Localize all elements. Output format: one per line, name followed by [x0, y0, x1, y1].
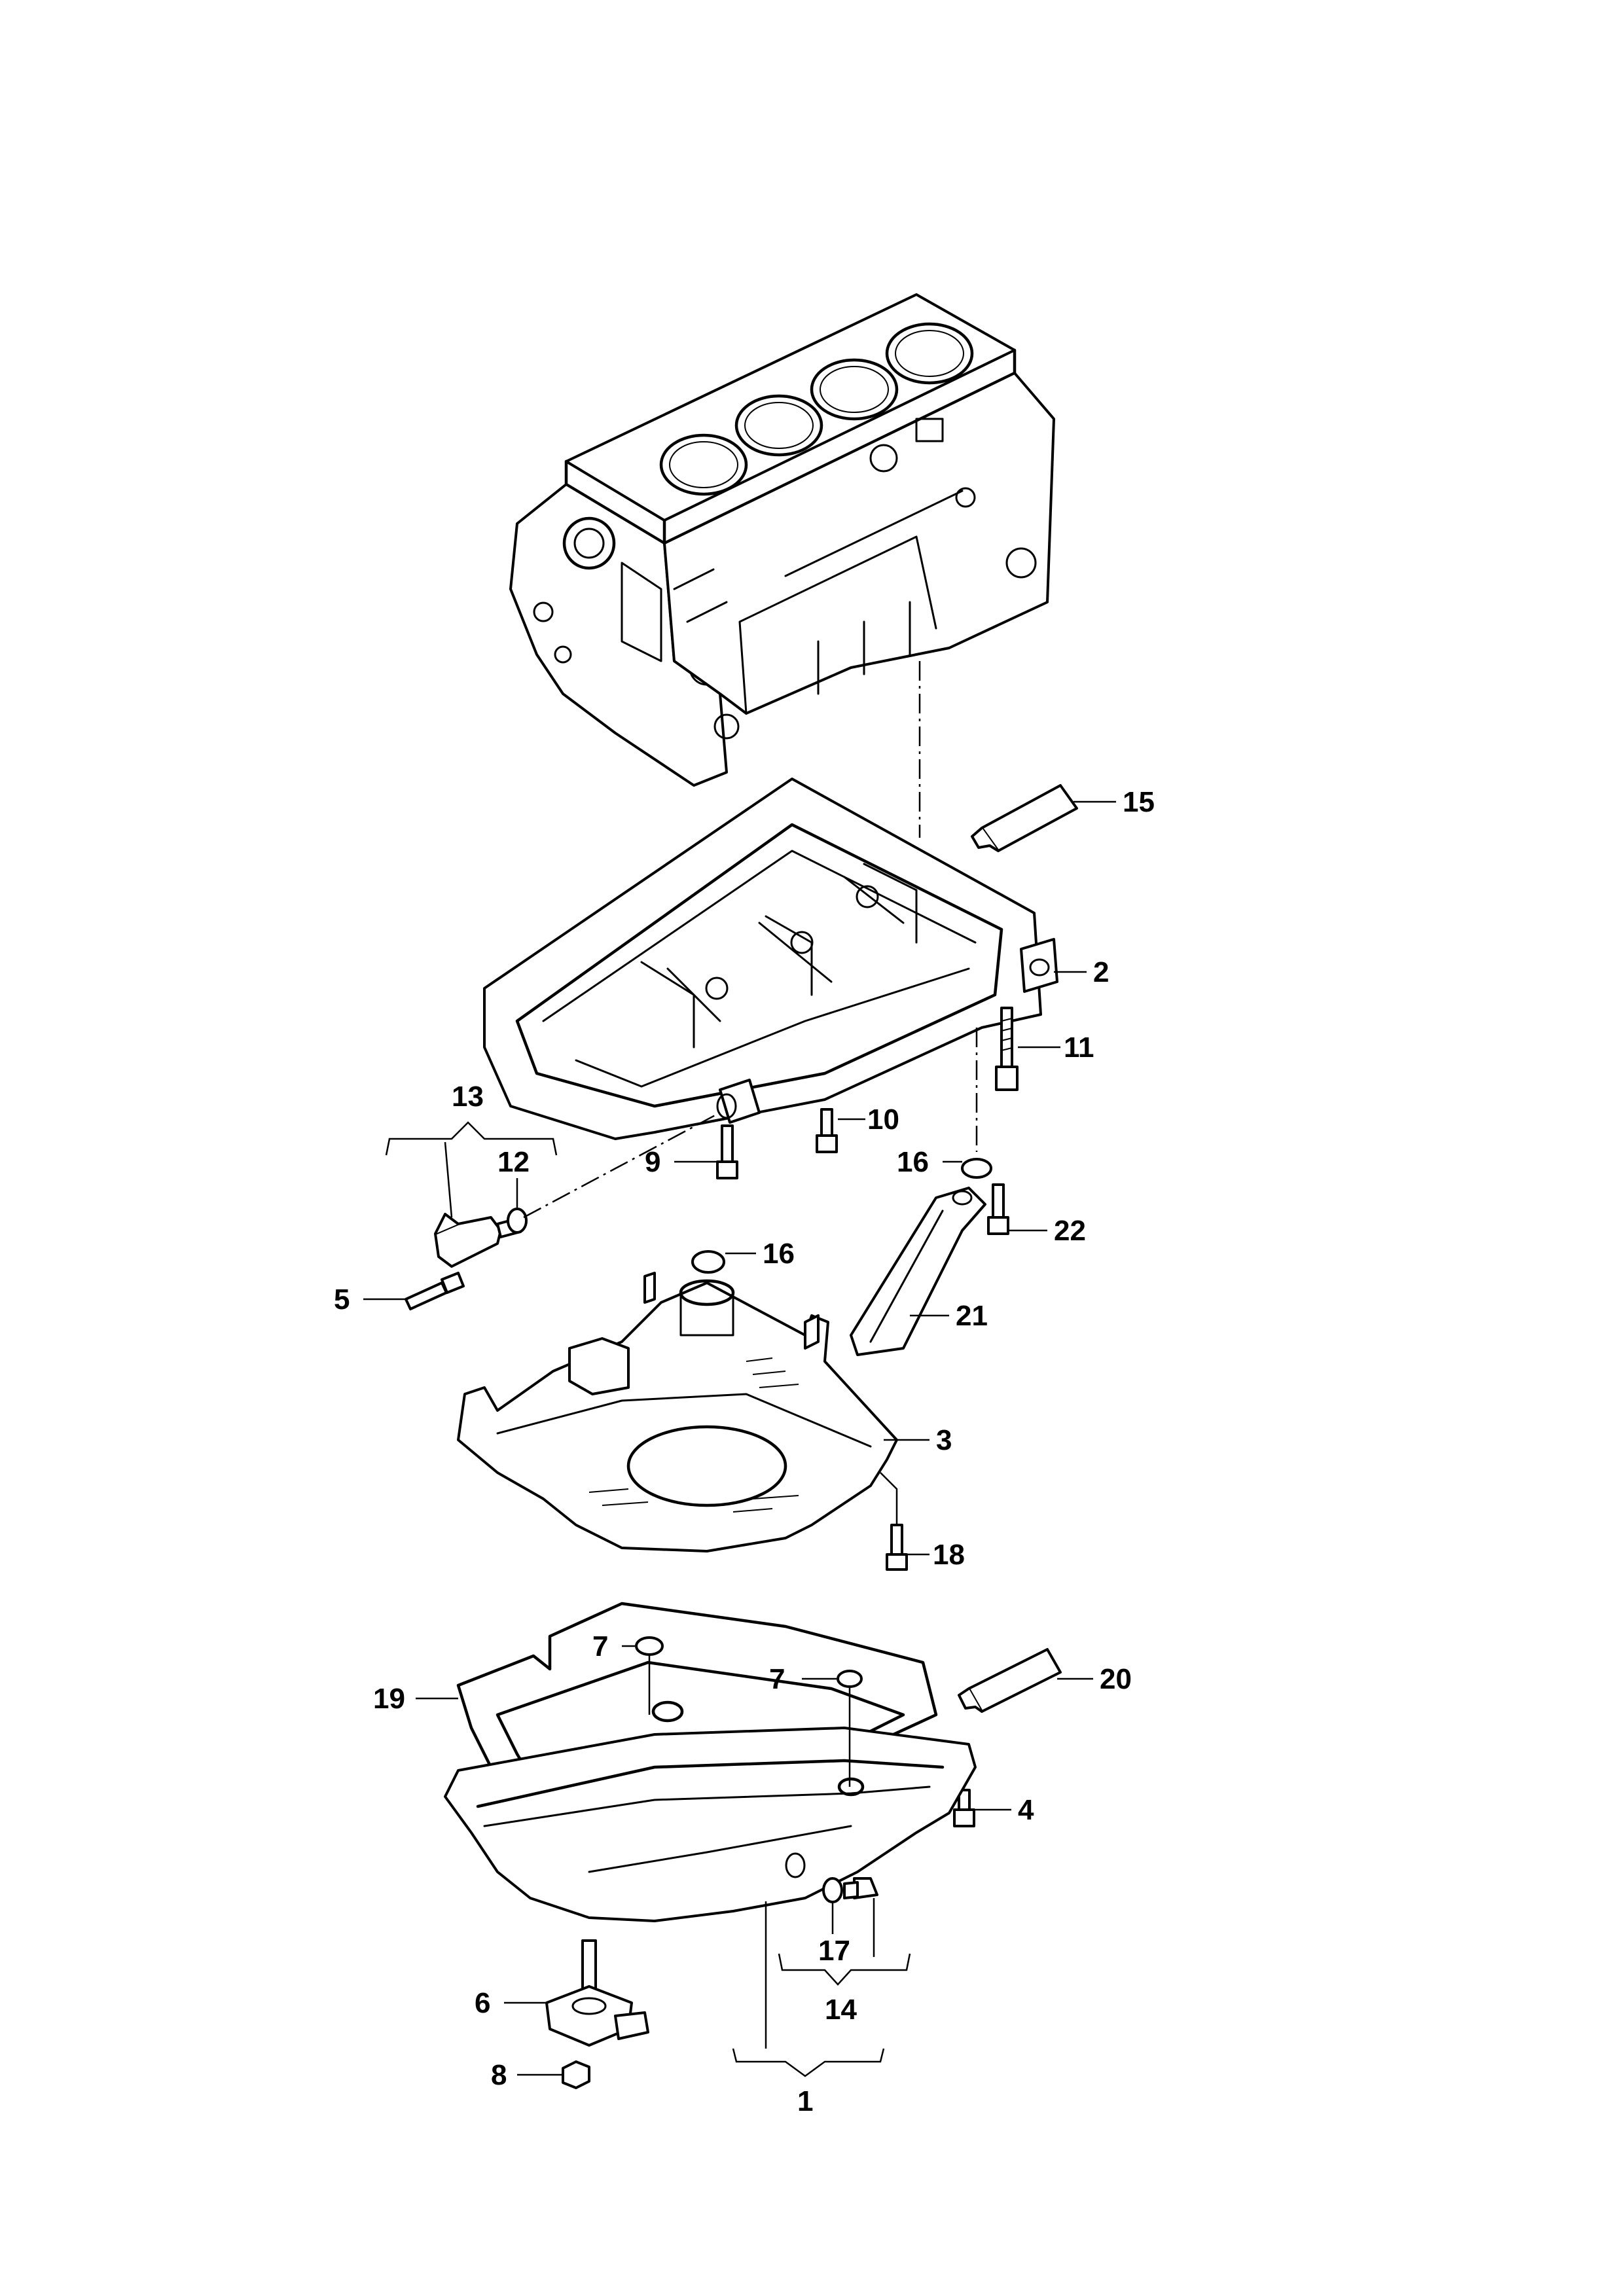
callout-13: 13 — [452, 1081, 484, 1113]
o-ring-12 — [507, 1208, 528, 1234]
strainer-bracket-21 — [850, 1187, 986, 1356]
callout-7b: 7 — [769, 1663, 785, 1695]
bolt-9 — [716, 1124, 738, 1179]
sealant-tube-20 — [958, 1648, 1062, 1713]
callout-21: 21 — [956, 1300, 988, 1332]
callout-17: 17 — [818, 1935, 850, 1967]
lower-oil-pan-1 — [444, 1700, 977, 1922]
callout-22: 22 — [1054, 1215, 1086, 1247]
brace-14 — [778, 1953, 911, 1986]
callout-12: 12 — [497, 1146, 530, 1178]
callout-14: 14 — [825, 1994, 857, 2026]
bolt-18 — [886, 1524, 908, 1571]
brace-13 — [385, 1121, 558, 1156]
callout-16b: 16 — [763, 1238, 795, 1270]
drain-plug-17 — [843, 1877, 878, 1899]
bolt-11 — [995, 1007, 1019, 1091]
centerline-valve — [523, 1111, 721, 1219]
washer-16-lower — [691, 1250, 725, 1274]
callout-7a: 7 — [592, 1630, 608, 1662]
callout-2: 2 — [1093, 956, 1109, 988]
washer-7-right — [837, 1670, 863, 1688]
oil-level-sensor-6 — [545, 1939, 649, 2047]
callout-16a: 16 — [897, 1146, 929, 1178]
washer-7-left — [635, 1636, 664, 1656]
engine-block — [509, 293, 1055, 787]
drain-seal — [822, 1877, 843, 1903]
callout-18: 18 — [933, 1539, 965, 1571]
brace-1 — [732, 2048, 885, 2077]
callout-19: 19 — [373, 1683, 405, 1715]
nut-8 — [562, 2060, 590, 2089]
bolt-22 — [987, 1183, 1009, 1235]
callout-3: 3 — [936, 1424, 952, 1456]
callout-6: 6 — [475, 1987, 490, 2019]
bedplate — [483, 778, 1058, 1140]
callout-15: 15 — [1123, 786, 1155, 818]
callout-8: 8 — [491, 2059, 507, 2091]
callout-9: 9 — [645, 1146, 660, 1178]
bolt-10 — [816, 1108, 838, 1153]
callout-4: 4 — [1018, 1794, 1034, 1826]
callout-20: 20 — [1100, 1663, 1132, 1695]
callout-11: 11 — [1064, 1031, 1094, 1064]
bolt-4 — [953, 1789, 975, 1827]
callout-10: 10 — [867, 1103, 899, 1136]
callout-1: 1 — [797, 2085, 813, 2117]
baffle-plate-3 — [457, 1272, 898, 1552]
washer-16-upper — [961, 1158, 992, 1179]
bolt-5 — [405, 1272, 465, 1310]
leader-13 — [444, 1141, 453, 1218]
leader-18 — [880, 1472, 929, 1556]
sealant-tube-15 — [971, 784, 1078, 852]
callout-5: 5 — [334, 1283, 350, 1316]
